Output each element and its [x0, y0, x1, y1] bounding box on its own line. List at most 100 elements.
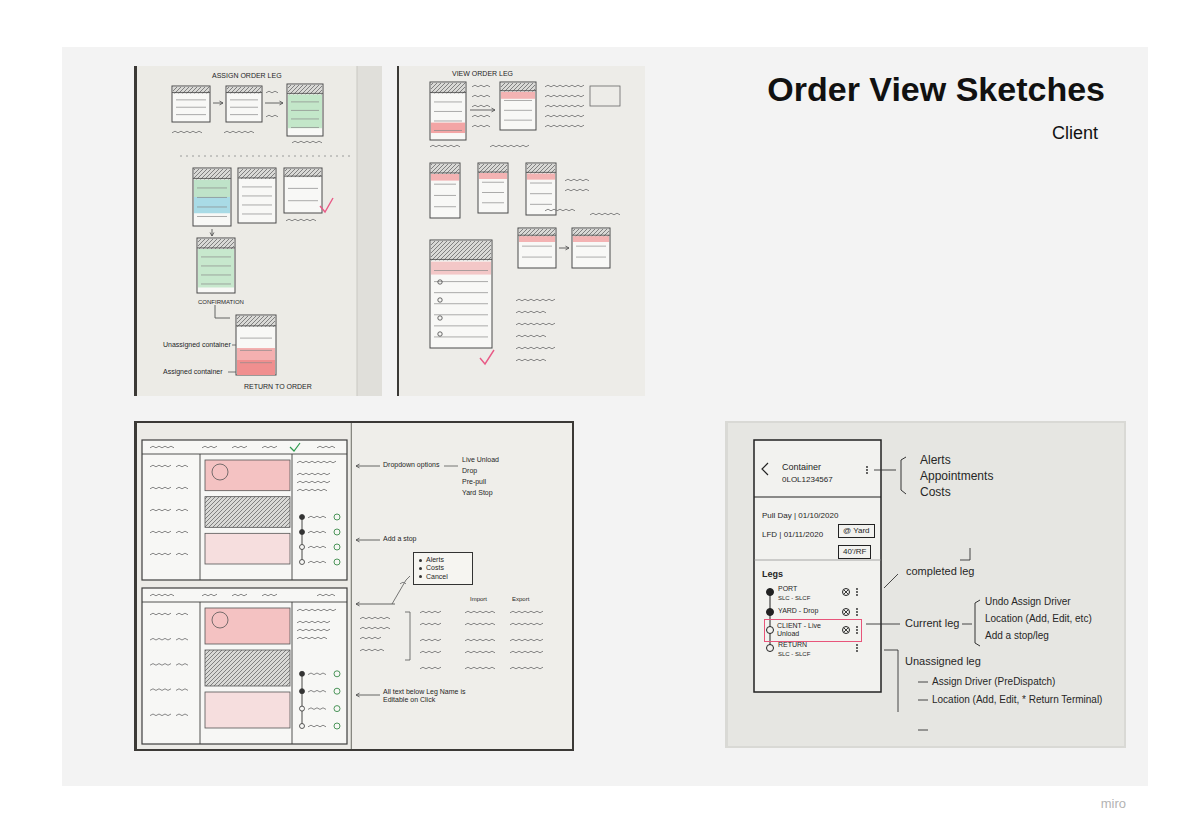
handwritten-note: Export [512, 596, 529, 603]
notebook-page [399, 66, 645, 396]
handwriting-scribble [545, 125, 584, 127]
order-card [205, 533, 290, 564]
handwriting-scribble [420, 611, 441, 613]
handwriting-scribble [286, 219, 316, 221]
bracket [884, 650, 898, 712]
status-icon [334, 514, 340, 520]
wireframe-row [504, 100, 532, 101]
handwritten-note: All text below Leg Name is Editable on C… [383, 688, 478, 704]
wireframe-row [530, 183, 552, 184]
handwriting-scribble [308, 708, 326, 710]
wireframe-row [530, 193, 552, 194]
handwritten-note: RETURN [778, 641, 807, 649]
handwriting-scribble [176, 553, 188, 555]
wireframe-highlight [194, 197, 230, 213]
check-mark [480, 350, 494, 364]
handwriting-scribble [176, 689, 188, 691]
leg-dot [767, 645, 774, 652]
leader-line [866, 624, 900, 625]
status-icon [334, 688, 340, 694]
handwritten-note: Unassigned leg [905, 655, 981, 668]
wireframe-row [434, 206, 456, 207]
photo-frame [134, 421, 574, 751]
handwritten-note: Legs [762, 569, 783, 579]
avatar-circle [212, 464, 228, 480]
handwriting-scribble [308, 516, 326, 518]
handwriting-scribble [420, 667, 441, 669]
wireframe-divider [226, 92, 262, 93]
notebook-page [728, 423, 1124, 746]
handwriting-scribble [308, 561, 326, 563]
page-edge [357, 66, 358, 396]
wireframe-row [434, 270, 488, 271]
wireframe-divider [287, 93, 323, 94]
wireframe-row [242, 204, 272, 205]
wireframe-row [240, 350, 272, 351]
sketch-arrowhead [356, 602, 360, 606]
wireframe-divider [526, 172, 556, 173]
wireframe-highlight [431, 174, 459, 181]
handwriting-scribble [465, 623, 495, 625]
handwriting-scribble [262, 594, 277, 596]
wireframe-divider [478, 172, 508, 173]
wireframe-row [434, 130, 462, 131]
wireframe-screen [430, 240, 492, 348]
wireframe-row [201, 274, 231, 275]
wireframe-highlight [431, 262, 491, 275]
wireframe-row [434, 303, 488, 304]
wireframe-highlight [431, 123, 465, 133]
card-sketch [590, 86, 620, 106]
node-label: @ Yard [843, 526, 870, 536]
wireframe-row [230, 107, 258, 108]
leg-dot [300, 515, 305, 520]
bracket [405, 612, 410, 660]
handwriting-scribble [360, 649, 384, 651]
handwritten-note: Pull Day | 01/10/2020 [762, 511, 838, 520]
wireframe-header [519, 229, 555, 236]
sketch-arrowhead [279, 101, 283, 105]
wireframe-row [434, 111, 462, 112]
handwritten-note: 0LOL1234567 [782, 475, 833, 484]
nav-bar-line [142, 602, 347, 603]
wireframe-header [285, 169, 321, 177]
handwriting-scribble [472, 125, 490, 127]
status-icon [334, 529, 340, 535]
notebook-next-page [357, 66, 382, 396]
wireframe-highlight [198, 249, 234, 288]
wireframe-row [197, 216, 227, 217]
wireframe-row [176, 114, 206, 115]
wireframe-row [434, 101, 462, 102]
wireframe-screen [572, 228, 610, 268]
desktop-wireframe [142, 440, 347, 580]
cancel-icon-cross [844, 628, 848, 632]
wireframe-screen [172, 86, 210, 122]
leg-dot [300, 689, 305, 694]
kebab-dot [856, 614, 858, 616]
handwriting-scribble [297, 461, 336, 463]
handwriting-scribble [297, 621, 330, 623]
wireframe-row [197, 187, 227, 188]
board-panel [62, 47, 1148, 786]
sketch-arrow [265, 103, 283, 104]
handwriting-scribble [176, 638, 188, 640]
column-line [200, 454, 201, 580]
handwriting-scribble [472, 115, 490, 117]
wireframe-divider [430, 172, 460, 173]
handwriting-scribble [266, 91, 278, 93]
cancel-icon-cross [844, 610, 848, 614]
wireframe-screen [430, 82, 466, 140]
handwriting-scribble [297, 629, 330, 631]
handwriting-scribble [360, 637, 381, 639]
handwriting-scribble [472, 105, 490, 107]
sketch-arrow [470, 110, 495, 111]
handwriting-scribble [176, 487, 188, 489]
section-divider [754, 560, 881, 561]
wireframe-highlight [194, 180, 230, 197]
handwriting-scribble [545, 209, 575, 211]
photo-frame [134, 66, 382, 396]
handwriting-scribble [262, 446, 277, 448]
wireframe-screen [478, 163, 508, 213]
node-label: Costs [426, 564, 444, 572]
status-icon [334, 544, 340, 550]
order-card [205, 460, 290, 491]
